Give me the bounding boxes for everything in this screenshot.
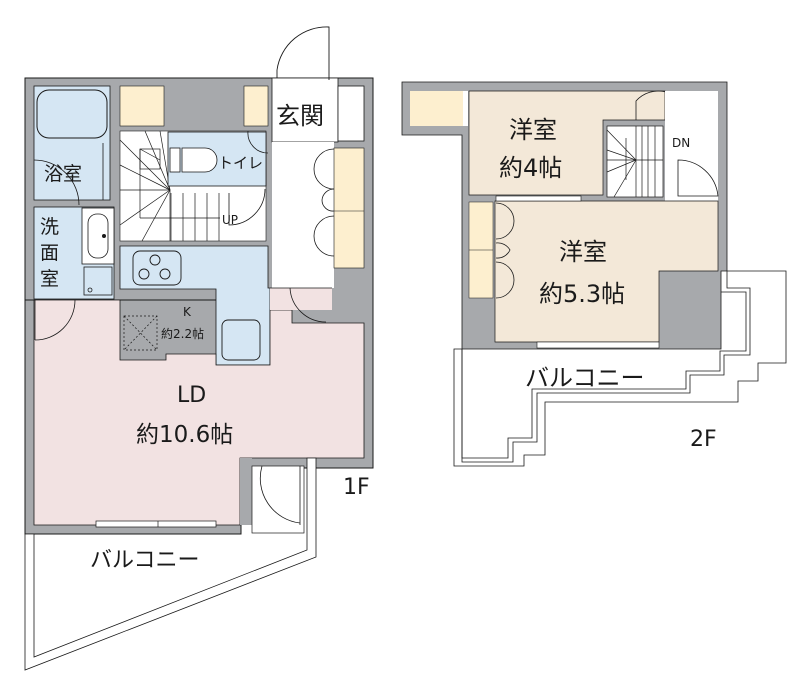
label-washroom-3: 室 [40,268,59,290]
washing-machine-icon [83,266,113,296]
sink-icon [87,213,109,259]
storage-1f-b [243,85,269,127]
label-kitchen-size: 約2.2帖 [161,326,204,341]
room-western-5-3 [494,200,719,343]
label-ld: LD [177,383,206,408]
bath-door-swing-icon [33,159,80,206]
label-kitchen: K [183,305,192,319]
kitchen-sink-icon [221,319,261,361]
refrigerator-space-icon [123,315,158,351]
closet-2f-door-swings-icon [495,202,515,299]
front-door-swing-icon [276,26,330,80]
stair-treads-icon [119,130,220,242]
hall-2f [665,91,718,201]
label-western2-size: 約5.3帖 [539,280,625,308]
western1-door-swing-icon [635,90,667,120]
label-stairs-down: DN [672,136,690,150]
storage-1f-a [119,85,165,127]
label-floor-2f: 2F [690,427,717,452]
bathtub-icon [36,89,108,139]
label-toilet: トイレ [218,154,263,172]
window-ld [95,520,217,528]
hallway [272,142,334,288]
label-washroom-2: 面 [40,242,59,264]
room-entrance [271,77,339,143]
stair-door-swing-icon [228,188,266,226]
closet-door-swings-icon [313,148,335,257]
label-washroom-1: 洗 [40,216,59,238]
shoe-closet [333,147,365,269]
label-western2: 洋室 [559,238,607,266]
window-2f-a [495,195,582,202]
ld-door-swing-icon [289,287,327,323]
window-2f-b [536,341,660,349]
label-floor-1f: 1F [343,475,370,500]
toilet-door-swing-icon [247,130,269,154]
stove-icon [132,250,182,286]
stair-treads-2f-icon [606,126,663,198]
floor-1f: 浴室 洗 面 室 トイレ 玄関 UP K 約2.2帖 LD 約10.6帖 バルコ… [24,26,374,671]
label-balcony-1f: バルコニー [90,548,200,573]
balcony-door-swing-icon [259,465,301,524]
label-entrance: 玄関 [276,102,324,130]
label-ld-size: 約10.6帖 [136,422,233,448]
balcony-2f-rail [453,270,787,467]
balcony-1f-rail [24,457,317,671]
label-stairs-up: UP [222,213,238,227]
washroom-door-swing-icon [34,299,76,341]
label-western1-size: 約4帖 [499,154,562,182]
storage-2f-a [410,91,463,126]
hall-door-swing-icon [677,159,719,197]
toilet-icon [181,147,218,173]
label-balcony-2f: バルコニー [525,364,645,392]
floor-2f: 洋室 約4帖 洋室 約5.3帖 DN バルコニー 2F [401,81,787,467]
label-bathroom: 浴室 [44,163,82,185]
label-western1: 洋室 [509,116,557,144]
